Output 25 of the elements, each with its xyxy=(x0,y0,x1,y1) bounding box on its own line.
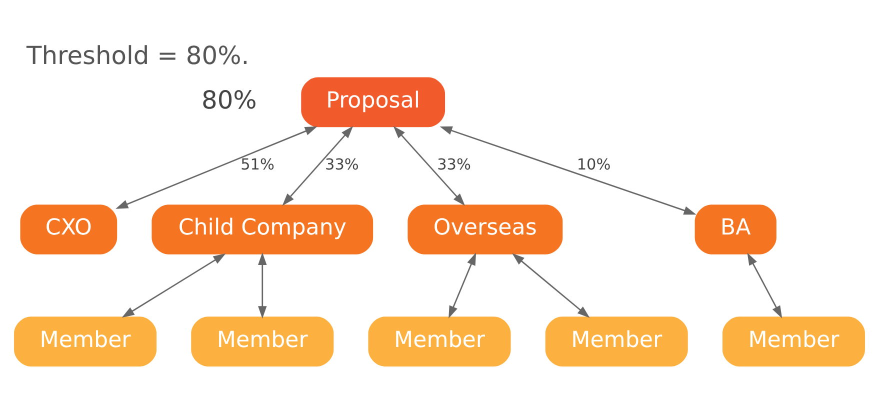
arrow xyxy=(116,126,318,209)
edge-label: 33% xyxy=(437,156,471,174)
edge-label: 51% xyxy=(240,156,274,174)
node-box: CXO xyxy=(20,204,118,254)
node-box: Overseas xyxy=(408,204,563,254)
node-box: BA xyxy=(694,204,776,254)
arrow xyxy=(448,252,476,318)
edge-label: 33% xyxy=(325,156,359,174)
arrow xyxy=(512,253,590,318)
arrow xyxy=(393,126,466,206)
node-box: Member xyxy=(368,316,511,366)
node-box: Child Company xyxy=(152,204,374,254)
arrow xyxy=(282,126,354,206)
arrow xyxy=(122,253,226,318)
node-box: Member xyxy=(191,316,334,366)
node-label: 80% xyxy=(202,85,257,114)
arrow xyxy=(440,126,696,215)
edge-label: 10% xyxy=(576,156,611,174)
node-box: Member xyxy=(722,316,865,366)
diagram-title: Threshold = 80%. xyxy=(26,40,250,70)
node-box: Member xyxy=(14,316,157,366)
node-box: Proposal xyxy=(301,77,446,128)
arrow xyxy=(747,252,782,318)
arrow xyxy=(258,252,267,319)
node-box: Member xyxy=(545,316,688,366)
